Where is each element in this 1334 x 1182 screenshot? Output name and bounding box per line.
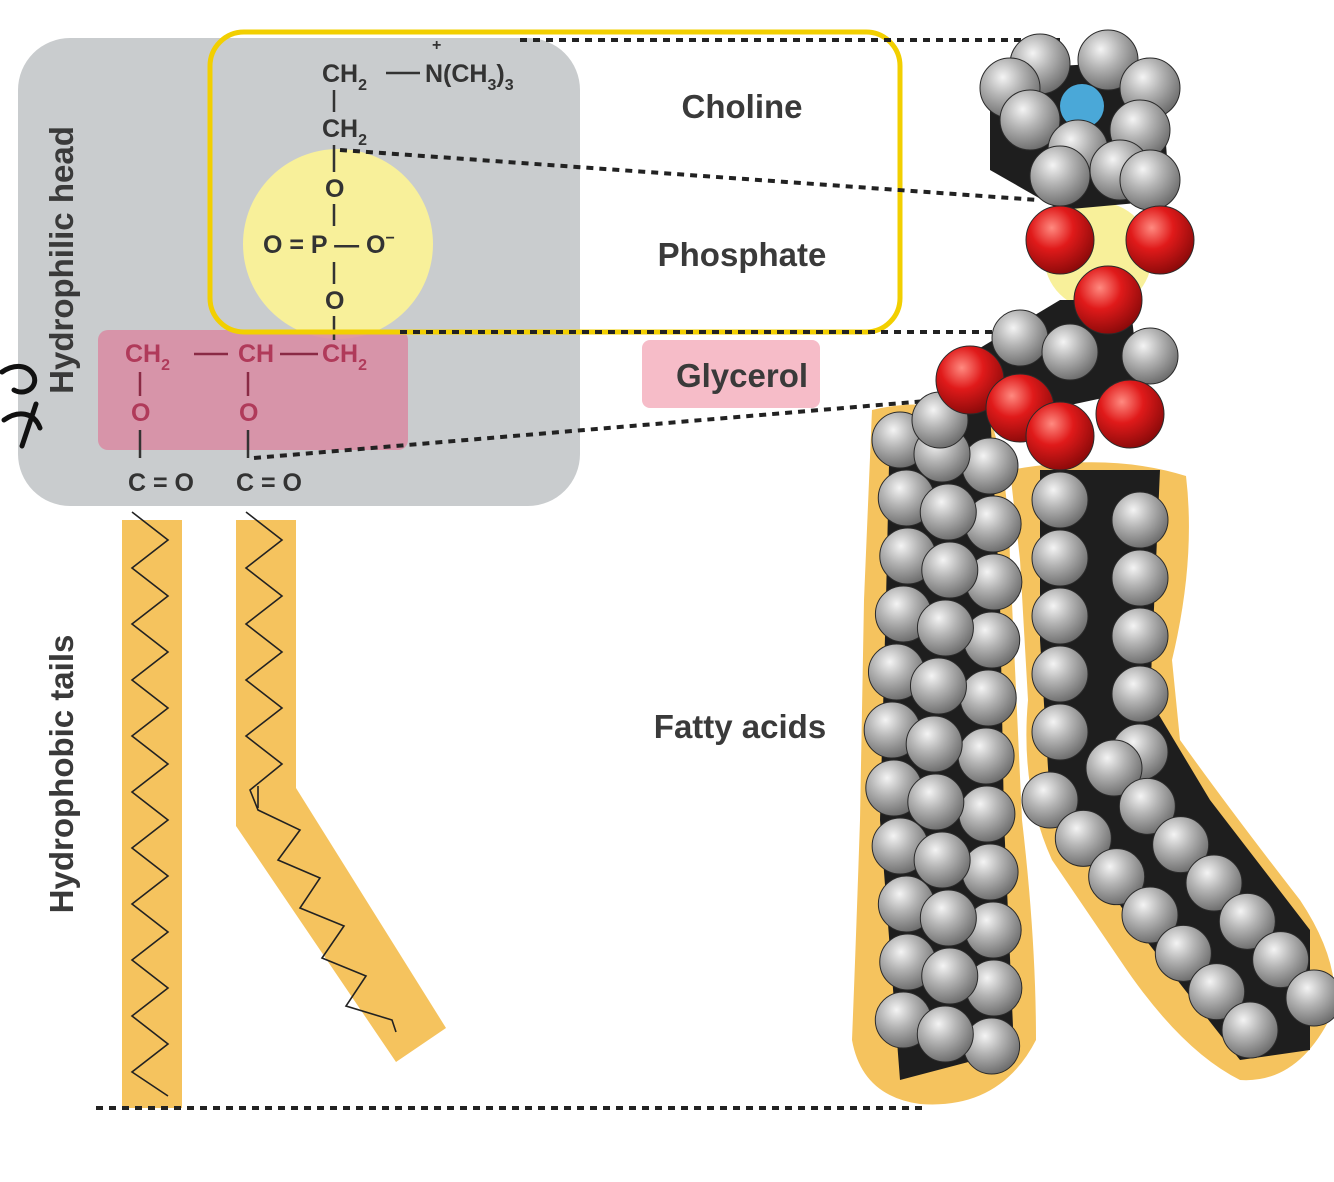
svg-text:O: O: [325, 175, 344, 203]
phosphate-formula: O O = P — O− O: [263, 175, 395, 340]
svg-text:N(CH3)3: N(CH3)3: [425, 60, 514, 94]
hydrogen-atom: [957, 727, 1015, 785]
hydrogen-atom: [919, 483, 977, 541]
hydrogen-atom: [1118, 777, 1176, 835]
hydrogen-atom: [1088, 848, 1146, 906]
hydrogen-atom: [1121, 886, 1179, 944]
hydrogen-atom: [1085, 739, 1143, 797]
hydrogen-atom: [1031, 471, 1089, 529]
svg-text:CH: CH: [238, 340, 274, 368]
hydrogen-atom: [1021, 771, 1079, 829]
svg-text:CH2: CH2: [322, 340, 367, 374]
oxygen-atom: [1025, 205, 1095, 275]
hydrogen-atom: [1252, 931, 1310, 989]
hydrogen-atom: [919, 889, 977, 947]
unsaturated-tail-band: [236, 520, 446, 1062]
hydrogen-atom: [909, 657, 967, 715]
hydrogen-atom: [1188, 963, 1246, 1021]
svg-text:C = O: C = O: [128, 469, 194, 497]
hydrogen-atom: [1119, 149, 1181, 211]
hydrogen-atom: [1041, 323, 1099, 381]
hydrogen-atom: [1111, 491, 1169, 549]
glycerol-label: Glycerol: [676, 357, 808, 394]
atom-spheres: [863, 29, 1334, 1075]
glycerol-formula: CH2 CH CH2 O O: [125, 340, 367, 458]
hydrogen-atom: [991, 309, 1049, 367]
hydrogen-atom: [961, 437, 1019, 495]
glycerol-label-bg: [642, 340, 820, 408]
hydrogen-atom: [921, 541, 979, 599]
oxygen-atom: [1025, 401, 1095, 471]
unsaturated-zigzag: [244, 511, 397, 1033]
hydrogen-atom: [1031, 587, 1089, 645]
hydrogen-atom: [916, 599, 974, 657]
hydrogen-atom: [916, 1005, 974, 1063]
saturated-zigzag: [130, 511, 170, 1097]
svg-text:+: +: [432, 37, 441, 54]
ester-groups: C = O C = O: [128, 469, 302, 497]
choline-phosphate-highlight: [207, 29, 903, 335]
handwritten-mark: [0, 364, 43, 449]
hydrogen-atom: [1185, 854, 1243, 912]
hydrogen-atom: [999, 89, 1061, 151]
hydrogen-atom: [1111, 607, 1169, 665]
hydrogen-atom: [1111, 665, 1169, 723]
svg-text:O: O: [325, 287, 344, 315]
hydrogen-atom: [1121, 327, 1179, 385]
choline-formula: CH2 + N(CH3)3 CH2: [322, 37, 514, 172]
hydrogen-atom: [961, 843, 1019, 901]
guide-lines: [96, 38, 1060, 1110]
choline-label: Choline: [682, 88, 803, 125]
svg-text:O: O: [239, 399, 258, 427]
hydrogen-atom: [1154, 924, 1212, 982]
fatty-acids-label: Fatty acids: [654, 708, 826, 745]
hydrogen-atom: [1029, 145, 1091, 207]
hydrogen-atom: [907, 773, 965, 831]
saturated-tail-band: [122, 520, 182, 1108]
oxygen-atom: [1073, 265, 1143, 335]
hydrogen-atom: [1031, 529, 1089, 587]
hydrogen-atom: [921, 947, 979, 1005]
svg-text:C = O: C = O: [236, 469, 302, 497]
hydrogen-atom: [913, 831, 971, 889]
hydrogen-atom: [958, 785, 1016, 843]
hydrogen-atom: [959, 669, 1017, 727]
hydrogen-atom: [1031, 703, 1089, 761]
phosphate-circle: [243, 149, 433, 339]
svg-text:CH2: CH2: [322, 60, 367, 94]
svg-text:CH2: CH2: [322, 115, 367, 149]
hydrogen-atom: [1221, 1001, 1279, 1059]
nitrogen-atom: [1060, 84, 1104, 128]
glycerol-box: [98, 330, 408, 450]
oxygen-atom: [1095, 379, 1165, 449]
oxygen-atom: [1125, 205, 1195, 275]
hydrogen-atom: [1031, 645, 1089, 703]
hydrophilic-head-label: Hydrophilic head: [43, 126, 80, 394]
hydrogen-atom: [1111, 549, 1169, 607]
hydrogen-atom: [1152, 816, 1210, 874]
svg-text:CH2: CH2: [125, 340, 170, 374]
hydrogen-atom: [1218, 892, 1276, 950]
hydrogen-atom: [1054, 809, 1112, 867]
phosphate-label: Phosphate: [658, 236, 827, 273]
svg-text:O: O: [131, 399, 150, 427]
hydrogen-atom: [905, 715, 963, 773]
hydrophobic-tails-label: Hydrophobic tails: [43, 635, 80, 914]
svg-text:O = P — O−: O = P — O−: [263, 230, 395, 259]
hydrogen-atom: [1285, 969, 1334, 1027]
